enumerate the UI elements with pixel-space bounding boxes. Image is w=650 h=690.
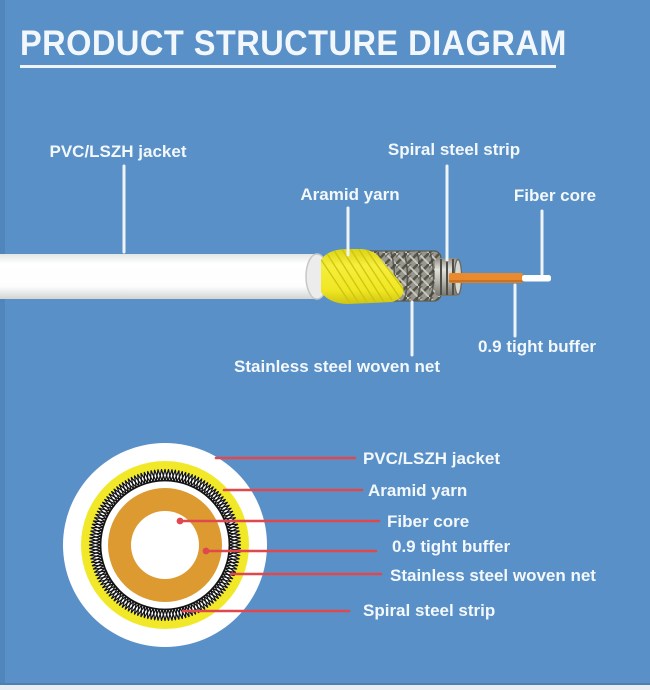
cable-cross-section [63, 443, 383, 647]
mesh-zigzag-a [88, 468, 242, 622]
label-tight-buffer-cs: 0.9 tight buffer [392, 537, 511, 556]
label-stainless-net-cs: Stainless steel woven net [390, 566, 596, 585]
tight-buffer-rod [449, 273, 523, 283]
spiral-strip-side [435, 258, 463, 296]
bottom-strip [0, 685, 650, 690]
label-tight-buffer-side: 0.9 tight buffer [477, 337, 597, 356]
fiber-core-tip [522, 275, 551, 282]
label-spiral-strip-cs: Spiral steel strip [363, 601, 496, 620]
label-spiral-strip-side: Spiral steel strip [387, 140, 521, 159]
label-fiber-core-cs: Fiber core [387, 512, 470, 531]
cable-side-view [0, 164, 551, 357]
cs-fiber-leader-dot [176, 517, 184, 525]
cross-section-fiber-core [131, 511, 199, 579]
title-underline [20, 65, 556, 68]
label-fiber-core-side: Fiber core [513, 186, 597, 205]
aramid-yarn-side [321, 249, 404, 304]
label-pvc-jacket-cs: PVC/LSZH jacket [363, 449, 500, 468]
label-stainless-net-side: Stainless steel woven net [234, 357, 440, 376]
cross-section-steel-mesh-ring [88, 468, 242, 622]
pvc-jacket-side [0, 253, 329, 300]
label-aramid-yarn-cs: Aramid yarn [368, 481, 468, 500]
mesh-zigzag-b [88, 468, 242, 622]
bottom-divider-line [0, 683, 650, 685]
left-edge-shade [0, 0, 5, 690]
label-pvc-jacket-side: PVC/LSZH jacket [49, 142, 187, 161]
label-aramid-yarn-side: Aramid yarn [300, 185, 400, 204]
page-title: PRODUCT STRUCTURE DIAGRAM [20, 24, 567, 63]
cs-buffer-leader-dot [202, 547, 210, 555]
